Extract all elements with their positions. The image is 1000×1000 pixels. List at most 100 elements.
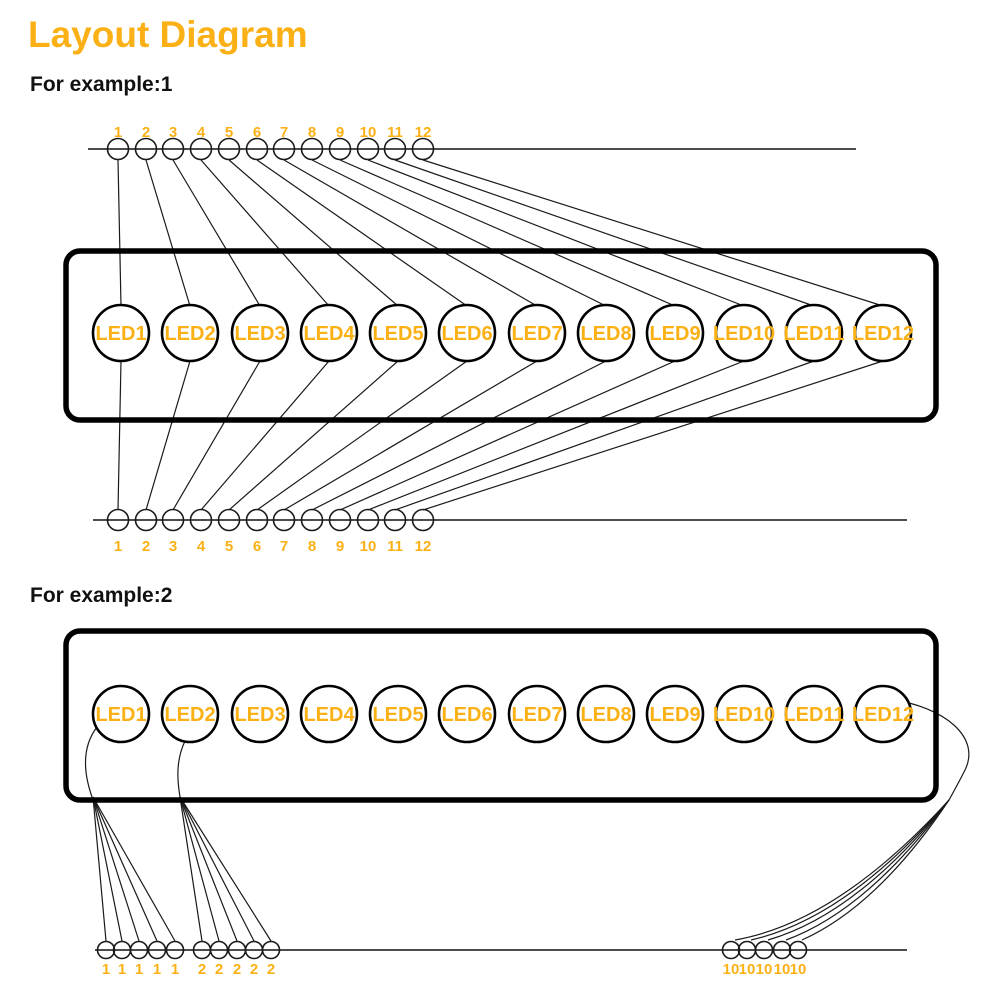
wire-bottom-11 xyxy=(394,360,815,511)
wire-bottom-6 xyxy=(256,360,468,511)
fan1-wire-3 xyxy=(92,796,140,942)
led5-circle xyxy=(368,684,428,744)
bottom-pin-number: 7 xyxy=(280,538,288,555)
bottom-pin-number: 10 xyxy=(360,538,377,555)
bottom-pin-circle-7 xyxy=(272,508,296,532)
bottom-pin-circle-12 xyxy=(411,508,435,532)
group1-pin-circle-3 xyxy=(129,940,149,960)
group3-pin-number: 10 xyxy=(774,961,791,978)
led7-label: LED7 xyxy=(511,323,562,345)
wire-led2-drop xyxy=(177,740,186,798)
group2-pin-number: 2 xyxy=(198,961,206,978)
wire-top-3 xyxy=(172,159,261,307)
led3-circle xyxy=(230,303,290,363)
led6-circle xyxy=(437,684,497,744)
top-pin-number: 4 xyxy=(197,124,206,141)
top-pin-circle-9 xyxy=(328,137,352,161)
led1-circle xyxy=(91,684,151,744)
group1-pin-number: 1 xyxy=(171,961,179,978)
wire-bottom-4 xyxy=(200,360,330,511)
top-pin-number: 12 xyxy=(415,124,432,141)
group2-pin-number: 2 xyxy=(233,961,241,978)
group3-pin-circle-1 xyxy=(721,940,741,960)
group3-pin-number: 10 xyxy=(790,961,807,978)
led3-label: LED3 xyxy=(234,323,285,345)
group1-pin-number: 1 xyxy=(102,961,110,978)
bottom-pin-number: 9 xyxy=(336,538,344,555)
wire-top-11 xyxy=(394,159,815,307)
fan2-wire-1 xyxy=(179,796,203,942)
top-pin-number: 10 xyxy=(360,124,377,141)
wire-bottom-7 xyxy=(283,360,538,511)
led1-circle xyxy=(91,303,151,363)
bottom-pin-circle-9 xyxy=(328,508,352,532)
led10-circle xyxy=(714,684,774,744)
fan2-wire-5 xyxy=(179,796,272,942)
wire-bottom-10 xyxy=(367,360,745,511)
fan1-wire-5 xyxy=(92,796,176,942)
led10-circle xyxy=(714,303,774,363)
example1-led-circles xyxy=(91,303,913,363)
top-pin-circle-4 xyxy=(189,137,213,161)
bottom-pin-circle-8 xyxy=(300,508,324,532)
led12-label: LED12 xyxy=(852,704,914,726)
group3-pin-number: 10 xyxy=(756,961,773,978)
bottom-pin-circle-11 xyxy=(383,508,407,532)
top-pin-number: 3 xyxy=(169,124,177,141)
led8-label: LED8 xyxy=(580,323,631,345)
top-pin-number: 2 xyxy=(142,124,150,141)
top-pin-number: 9 xyxy=(336,124,344,141)
led12-circle xyxy=(853,303,913,363)
led3-circle xyxy=(230,684,290,744)
led4-label: LED4 xyxy=(303,704,355,726)
group1-pin-number: 1 xyxy=(135,961,143,978)
page-title: Layout Diagram xyxy=(28,14,308,55)
wire-led12-loop xyxy=(888,698,970,801)
led4-label: LED4 xyxy=(303,323,355,345)
bottom-pin-number: 4 xyxy=(197,538,206,555)
led2-label: LED2 xyxy=(164,704,215,726)
top-pin-circle-5 xyxy=(217,137,241,161)
led7-circle xyxy=(507,684,567,744)
wire-top-7 xyxy=(283,159,538,307)
top-pin-circle-12 xyxy=(411,137,435,161)
top-pin-circle-2 xyxy=(134,137,158,161)
wire-bottom-9 xyxy=(339,360,676,511)
bottom-pin-number: 6 xyxy=(253,538,261,555)
fan3-wire-2 xyxy=(750,799,950,941)
led11-label: LED11 xyxy=(783,704,844,726)
top-pin-circle-10 xyxy=(356,137,380,161)
fan3-wire-4 xyxy=(785,799,950,941)
group3-pin-circle-5 xyxy=(788,940,808,960)
example2-pin-circles xyxy=(96,940,808,960)
group1-pin-number: 1 xyxy=(118,961,126,978)
bottom-pin-circle-1 xyxy=(106,508,130,532)
top-pin-number: 6 xyxy=(253,124,261,141)
top-pin-circle-3 xyxy=(161,137,185,161)
wire-led1-drop xyxy=(84,726,98,798)
led7-label: LED7 xyxy=(511,704,562,726)
example2-diagram: LED1 LED2 LED3 LED4 LED5 LED6 LED7 LED8 … xyxy=(63,628,970,978)
fan1-wire-1 xyxy=(92,796,107,942)
wire-bottom-8 xyxy=(311,360,607,511)
top-pin-circle-8 xyxy=(300,137,324,161)
top-pin-circle-11 xyxy=(383,137,407,161)
example1-top-pin-circles xyxy=(106,137,435,161)
wire-bottom-2 xyxy=(145,360,191,511)
top-pin-number: 8 xyxy=(308,124,316,141)
led9-label: LED9 xyxy=(649,704,700,726)
fan3-wire-3 xyxy=(767,799,950,941)
bottom-pin-number: 5 xyxy=(225,538,233,555)
led9-label: LED9 xyxy=(649,323,700,345)
top-pin-number: 7 xyxy=(280,124,288,141)
led4-circle xyxy=(299,303,359,363)
group3-pin-number: 10 xyxy=(739,961,756,978)
led6-circle xyxy=(437,303,497,363)
wire-bottom-3 xyxy=(172,360,261,511)
group2-pin-circle-5 xyxy=(261,940,281,960)
example1-diagram: 1 2 3 4 5 6 7 8 9 10 11 12 LED1 LED2 LED… xyxy=(63,124,939,555)
fan1-wire-2 xyxy=(92,796,123,942)
group2-pin-number: 2 xyxy=(267,961,275,978)
led6-label: LED6 xyxy=(441,704,492,726)
